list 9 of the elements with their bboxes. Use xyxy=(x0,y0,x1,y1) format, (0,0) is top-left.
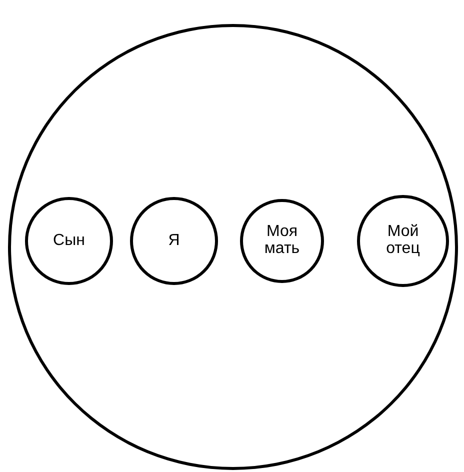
person-label: Моя мать xyxy=(263,224,301,258)
person-circle xyxy=(25,197,113,285)
person-label: Мой отец xyxy=(385,224,421,258)
family-circle xyxy=(8,24,458,470)
person-label: Сын xyxy=(53,232,85,250)
person-circle xyxy=(240,199,324,283)
person-circle xyxy=(357,195,449,287)
person-circle xyxy=(130,197,218,285)
person-label: Я xyxy=(168,232,180,250)
